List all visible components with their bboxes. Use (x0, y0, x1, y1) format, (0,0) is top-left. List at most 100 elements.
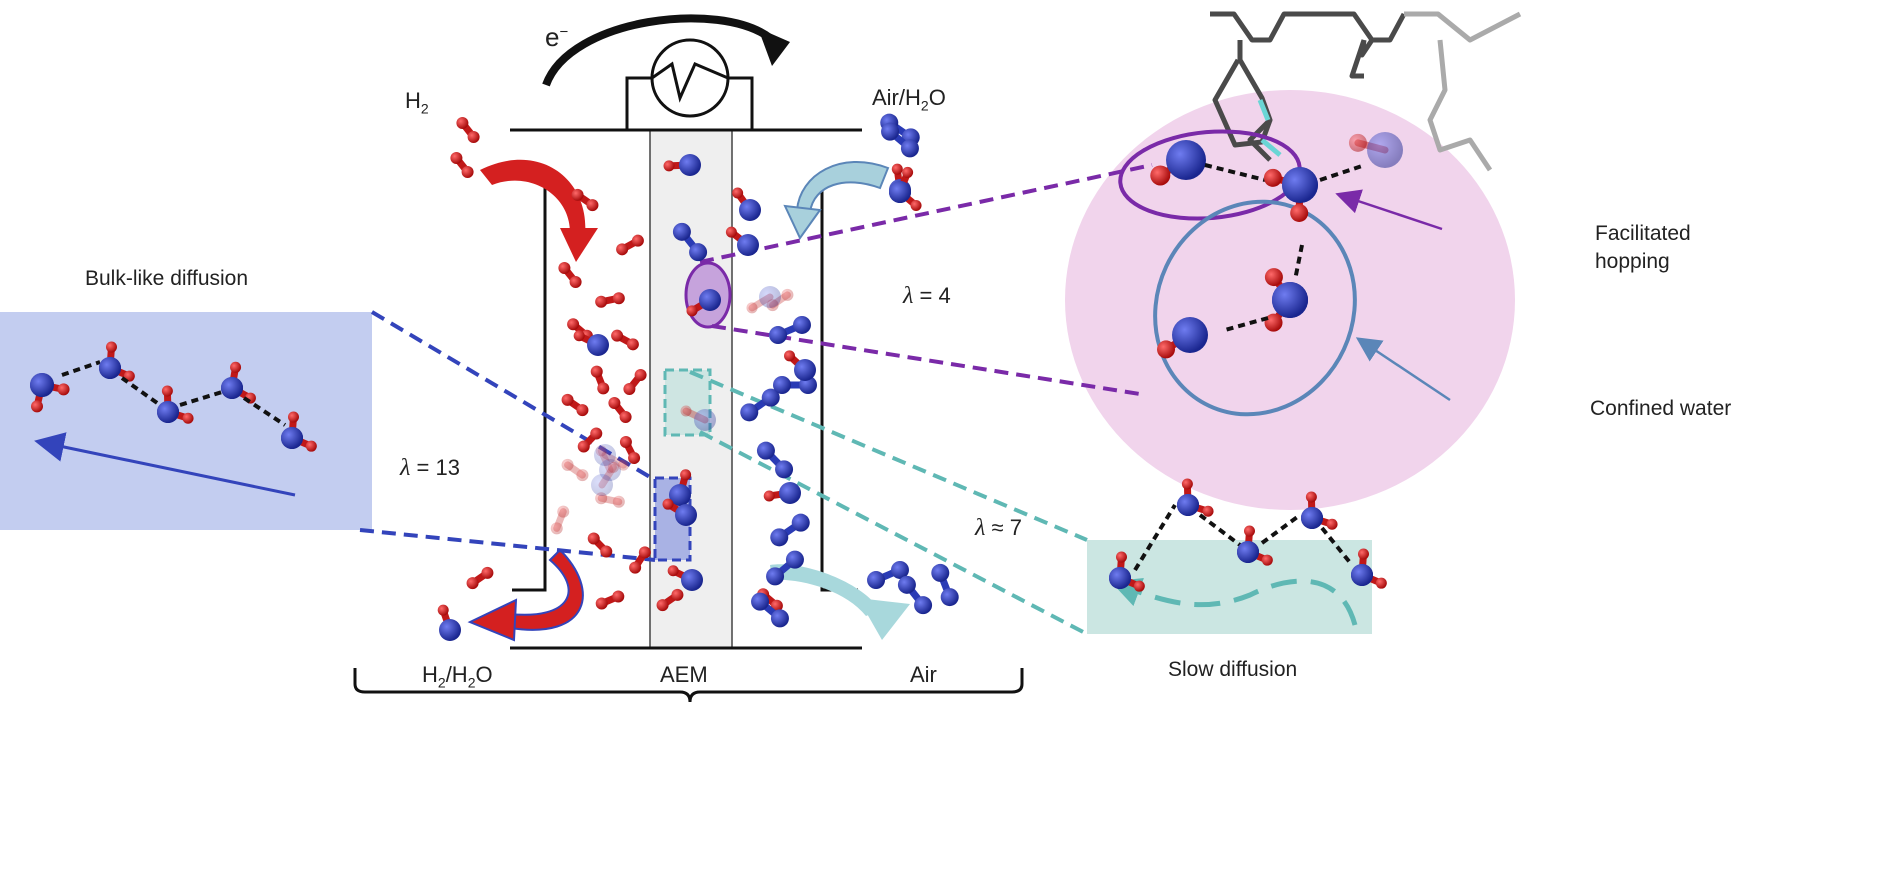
hydrogen-atom (671, 588, 684, 601)
hydrogen-atom (1305, 491, 1317, 503)
oxygen-atom (679, 154, 701, 176)
hydrogen-atom (57, 383, 70, 396)
anode-electrode (512, 174, 547, 592)
hydrogen-atom (1264, 268, 1283, 287)
hydrogen-atom (629, 561, 642, 574)
hydrogen-atom (612, 590, 625, 603)
h2-label: H2 (405, 88, 429, 117)
oxygen-atom (1166, 140, 1206, 180)
hydrogen-atom (763, 490, 775, 502)
oxygen-atom (681, 569, 703, 591)
hydrogen-atom (597, 382, 610, 395)
electron-flow-arrow (542, 14, 773, 87)
hydrogen-atom (662, 498, 674, 510)
hydrogen-atom (557, 505, 570, 518)
hydrogen-atom (561, 393, 574, 406)
electron-label: e− (545, 22, 569, 52)
hydrogen-atom (456, 116, 469, 129)
hydrogen-atom (550, 522, 563, 535)
hydrogen-atom (31, 400, 44, 413)
oxygen-atom (867, 571, 886, 590)
hydrogen-atom (587, 532, 600, 545)
oxygen-atom (889, 181, 911, 203)
oxygen-atom (1272, 282, 1308, 318)
hydrogen-atom (1181, 478, 1193, 490)
oxygen-atom (1301, 507, 1323, 529)
hydrogen-atom (686, 305, 698, 317)
oxygen-atom (1177, 494, 1199, 516)
oxygen-atom (675, 504, 697, 526)
oxygen-atom (694, 409, 716, 431)
hydrogen-atom (161, 385, 173, 397)
hydrogen-atom (287, 411, 299, 423)
hydrogen-atom (105, 341, 117, 353)
slow-diffusion-path-arrow (1110, 577, 1358, 626)
hydrogen-atom (1202, 505, 1214, 517)
hydrogen-atom (667, 565, 679, 577)
bottom-brace (353, 668, 1024, 703)
oxygen-atom (759, 286, 781, 308)
lambda-4-label: λ = 4 (903, 283, 951, 309)
oxygen-atom (770, 609, 789, 628)
polymer-backbone (1210, 11, 1522, 172)
oxygen-atom (773, 376, 791, 394)
hydrogen-atom (1264, 313, 1283, 332)
hydrogen-atom (571, 188, 584, 201)
oxygen-atom (785, 550, 804, 569)
oxygen-atom (591, 474, 613, 496)
lambda-7-label: λ ≈ 7 (975, 515, 1022, 541)
hydrogen-atom (619, 435, 632, 448)
air-label: Air (910, 662, 937, 687)
hydrogen-atom (638, 546, 651, 559)
hydrogen-atom (891, 163, 903, 175)
oxygen-atom (751, 592, 770, 611)
oxygen-atom (794, 359, 816, 381)
hydrogen-atom (569, 276, 582, 289)
hydrogen-atom (617, 459, 629, 471)
hydrogen-atom (1357, 548, 1369, 560)
oxygen-atom (897, 575, 916, 594)
oxygen-atom (739, 199, 761, 221)
hydrogen-atom (784, 350, 796, 362)
bulk-diffusion-label: Bulk-like diffusion (85, 267, 249, 290)
hydrogen-atom (910, 200, 922, 212)
oxygen-atom (890, 560, 909, 579)
hydrogen-atom (595, 295, 608, 308)
hydrogen-atom (1263, 168, 1282, 187)
oxygen-atom (221, 377, 243, 399)
oxygen-atom (1237, 541, 1259, 563)
hydrogen-atom (561, 458, 574, 471)
oxygen-atom (881, 122, 900, 141)
hydrogen-atom (481, 566, 494, 579)
lambda-13-label: λ = 13 (400, 455, 460, 481)
hydrogen-atom (1348, 133, 1367, 152)
hydrogen-atom (182, 412, 194, 424)
oxygen-atom (1282, 167, 1318, 203)
oxygen-atom (699, 289, 721, 311)
oxygen-atom (672, 222, 691, 241)
hydrogen-atom (902, 166, 914, 178)
oxygen-atom (775, 460, 794, 479)
oxygen-atom (940, 588, 959, 607)
oxygen-atom (769, 326, 788, 345)
hydrogen-atom (680, 469, 692, 481)
hydrogen-atom (1261, 554, 1273, 566)
oxygen-atom (157, 401, 179, 423)
oxygen-atom (761, 388, 780, 407)
hydrogen-atom (628, 452, 641, 465)
oxygen-atom (737, 234, 759, 256)
hydrogen-atom (590, 427, 603, 440)
hydrogen-atom (1375, 577, 1387, 589)
hydrogen-atom (595, 597, 608, 610)
hydrogen-atom (590, 365, 603, 378)
hydrogen-atom (600, 545, 613, 558)
hydrogen-atom (663, 160, 675, 172)
hydrogen-atom (567, 318, 580, 331)
hydrogen-atom (612, 292, 625, 305)
hydrogen-atom (1290, 203, 1309, 222)
hydrogen-atom (461, 166, 474, 179)
confined-water-arrow (1355, 337, 1451, 402)
molecules (30, 113, 1403, 641)
